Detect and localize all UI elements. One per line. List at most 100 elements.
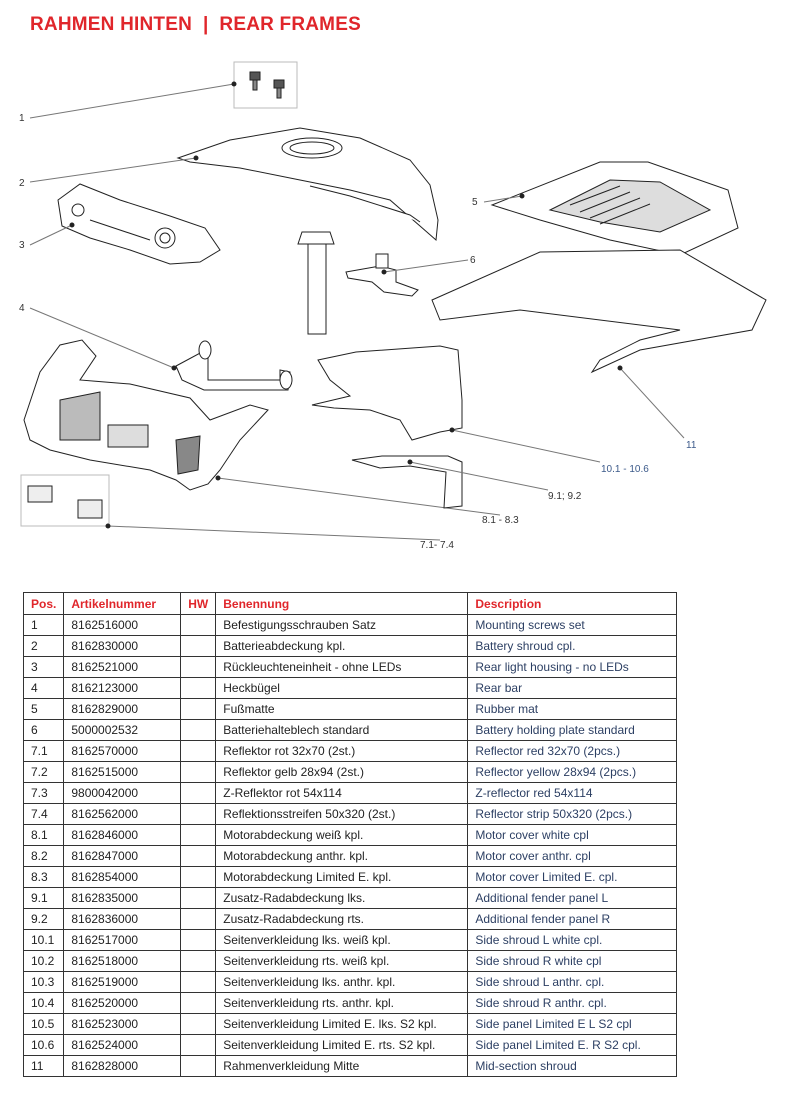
cell-description: Side shroud R white cpl [467,950,677,972]
cell-description: Side panel Limited E L S2 cpl [467,1013,677,1035]
cell-article-number: 8162828000 [63,1055,182,1077]
cell-article-number: 8162516000 [63,614,182,636]
callout-2: 2 [19,178,25,189]
cell-benennung: Motorabdeckung weiß kpl. [215,824,469,846]
cell-pos: 2 [22,635,65,657]
cell-benennung: Seitenverkleidung rts. weiß kpl. [215,950,469,972]
callout-4: 4 [19,303,25,314]
cell-description: Reflector yellow 28x94 (2pcs.) [467,761,677,783]
cell-benennung: Seitenverkleidung rts. anthr. kpl. [215,992,469,1014]
cell-benennung: Fußmatte [215,698,469,720]
cell-description: Motor cover Limited E. cpl. [467,866,677,888]
cell-benennung: Reflektionsstreifen 50x320 (2st.) [215,803,469,825]
part-rear-bar [175,340,293,391]
cell-pos: 7.2 [22,761,65,783]
cell-description: Z-reflector red 54x114 [467,782,677,804]
cell-article-number: 8162523000 [63,1013,182,1035]
part-side-shroud [311,345,463,441]
cell-pos: 7.3 [22,782,65,804]
cell-benennung: Z-Reflektor rot 54x114 [215,782,469,804]
cell-hw [180,845,217,867]
cell-hw [180,929,217,951]
cell-hw [180,992,217,1014]
cell-article-number: 8162570000 [63,740,182,762]
cell-description: Side panel Limited E. R S2 cpl. [467,1034,677,1056]
cell-hw [180,1034,217,1056]
cell-pos: 10.4 [22,992,65,1014]
page-title: RAHMEN HINTEN | REAR FRAMES [30,14,361,35]
cell-pos: 4 [22,677,65,699]
cell-pos: 8.3 [22,866,65,888]
cell-benennung: Batterieabdeckung kpl. [215,635,469,657]
cell-hw [180,824,217,846]
cell-pos: 1 [22,614,65,636]
cell-article-number: 8162562000 [63,803,182,825]
cell-description: Battery shroud cpl. [467,635,677,657]
callout-6: 6 [470,255,476,266]
cell-article-number: 8162829000 [63,698,182,720]
callout-11: 11 [686,440,697,451]
cell-pos: 10.5 [22,1013,65,1035]
cell-benennung: Zusatz-Radabdeckung lks. [215,887,469,909]
callout-8: 8.1 - 8.3 [482,515,519,526]
cell-pos: 9.1 [22,887,65,909]
cell-pos: 3 [22,656,65,678]
callout-5: 5 [472,197,478,208]
cell-hw [180,740,217,762]
cell-article-number: 8162515000 [63,761,182,783]
cell-hw [180,614,217,636]
part-reflectors-box [20,474,110,527]
part-battery-shroud [176,127,439,242]
cell-description: Mounting screws set [467,614,677,636]
part-rubber-mat [490,161,739,256]
cell-pos: 8.1 [22,824,65,846]
cell-article-number: 5000002532 [63,719,182,741]
cell-article-number: 8162836000 [63,908,182,930]
cell-pos: 10.3 [22,971,65,993]
callout-9: 9.1; 9.2 [548,491,582,502]
part-motor-cover [23,339,269,491]
cell-hw [180,971,217,993]
cell-article-number: 9800042000 [63,782,182,804]
cell-benennung: Reflektor rot 32x70 (2st.) [215,740,469,762]
part-fender-panel [351,455,463,509]
cell-benennung: Rahmenverkleidung Mitte [215,1055,469,1077]
cell-description: Reflector strip 50x320 (2pcs.) [467,803,677,825]
cell-description: Additional fender panel L [467,887,677,909]
cell-hw [180,677,217,699]
cell-hw [180,656,217,678]
cell-description: Mid-section shroud [467,1055,677,1077]
cell-pos: 7.1 [22,740,65,762]
part-rear-light-housing [57,183,221,265]
col-header-description: Description [467,592,677,615]
cell-hw [180,950,217,972]
cell-description: Additional fender panel R [467,908,677,930]
cell-hw [180,782,217,804]
cell-pos: 10.2 [22,950,65,972]
cell-benennung: Motorabdeckung anthr. kpl. [215,845,469,867]
cell-benennung: Seitenverkleidung Limited E. rts. S2 kpl… [215,1034,469,1056]
cell-article-number: 8162520000 [63,992,182,1014]
cell-description: Motor cover white cpl [467,824,677,846]
cell-pos: 5 [22,698,65,720]
cell-pos: 10.6 [22,1034,65,1056]
cell-pos: 10.1 [22,929,65,951]
cell-pos: 6 [22,719,65,741]
